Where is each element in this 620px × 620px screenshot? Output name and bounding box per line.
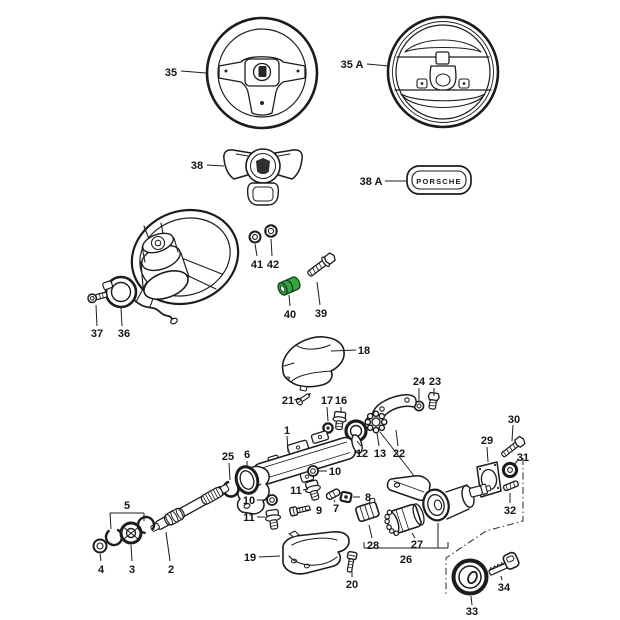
- part-5-snap-ring-right: [136, 515, 156, 535]
- part-label-17: 17: [321, 395, 333, 407]
- part-5-snap-ring-left: [104, 527, 124, 547]
- part-3-bearing: [119, 521, 143, 545]
- part-20-screw: [346, 550, 358, 573]
- part-label-22: 22: [393, 448, 405, 460]
- part-30-screw: [501, 435, 526, 458]
- part-label-2: 2: [168, 564, 174, 576]
- part-label-18: 18: [358, 345, 370, 357]
- part-label-27: 27: [411, 539, 423, 551]
- part-35-sport-steering-wheel: [205, 16, 319, 130]
- part-37-screw: [87, 291, 108, 304]
- part-label-25: 25: [222, 451, 234, 463]
- part-label-35a: 35 A: [341, 59, 364, 71]
- part-31-ring: [501, 461, 519, 479]
- part-7-pin: [325, 488, 341, 501]
- part-40-bushing-highlighted: [277, 276, 301, 296]
- part-33-lock-face: [451, 558, 489, 596]
- part-8-nut: [339, 490, 353, 504]
- part-label-10-right: 10: [329, 466, 341, 478]
- part-label-40: 40: [284, 309, 296, 321]
- part-6-bearing-ring: [234, 465, 260, 495]
- part-35a-steering-wheel: [386, 15, 500, 129]
- part-label-37: 37: [91, 328, 103, 340]
- part-label-36: 36: [118, 328, 130, 340]
- part-13-star-washer: [364, 410, 388, 434]
- steering-wheel-perspective-view: [130, 208, 240, 308]
- part-label-20: 20: [346, 579, 358, 591]
- part-label-42: 42: [267, 259, 279, 271]
- part-label-33: 33: [466, 606, 478, 618]
- part-label-24: 24: [413, 376, 426, 388]
- leader-lines: [95, 63, 519, 606]
- part-label-23: 23: [429, 376, 441, 388]
- part-label-5: 5: [124, 500, 130, 512]
- part-label-31: 31: [517, 452, 529, 464]
- part-label-38: 38: [191, 160, 203, 172]
- badge-text: PORSCHE: [416, 177, 462, 186]
- part-label-39: 39: [315, 308, 327, 320]
- part-label-13: 13: [374, 448, 386, 460]
- part-11-bolt-left: [264, 508, 282, 530]
- part-label-12: 12: [356, 448, 368, 460]
- part-39-bolt: [307, 252, 336, 277]
- part-32-pin: [502, 480, 519, 492]
- part-label-35: 35: [165, 67, 177, 79]
- part-4-washer: [92, 538, 108, 554]
- part-label-6: 6: [244, 449, 250, 461]
- part-label-1: 1: [284, 425, 290, 437]
- part-label-30: 30: [508, 414, 520, 426]
- part-label-8: 8: [365, 492, 371, 504]
- part-label-29: 29: [481, 435, 493, 447]
- part-11-bolt-right: [304, 479, 321, 501]
- part-18-upper-shroud: [281, 336, 345, 392]
- part-21-screw: [295, 392, 312, 406]
- part-label-10-left: 10: [243, 495, 255, 507]
- part-label-16: 16: [335, 395, 347, 407]
- part-label-32: 32: [504, 505, 516, 517]
- part-label-41: 41: [251, 259, 263, 271]
- part-label-4: 4: [98, 564, 105, 576]
- part-label-9: 9: [316, 505, 322, 517]
- part-label-34: 34: [498, 582, 511, 594]
- part-16-bolt: [332, 410, 347, 431]
- lock-set-group-line: [445, 458, 524, 594]
- part-41-nut: [248, 230, 262, 244]
- part-label-21: 21: [282, 395, 294, 407]
- part-label-7: 7: [333, 503, 339, 515]
- part-38-horn-pad: [223, 148, 303, 206]
- part-label-26: 26: [400, 554, 412, 566]
- part-28-connector: [355, 497, 380, 523]
- part-10-washer-left: [266, 494, 278, 506]
- part-34-key: [488, 551, 520, 576]
- part-label-3: 3: [129, 564, 135, 576]
- part-2-steering-shaft: [150, 484, 230, 532]
- part-label-19: 19: [244, 552, 256, 564]
- part-10-washer-right: [307, 465, 319, 477]
- part-labels: 35 35 A 38 38 A 37 36 41 42 40 39 18 21 …: [91, 59, 529, 618]
- part-19-lower-shroud: [282, 530, 350, 575]
- part-26-steering-lock-housing: [379, 431, 492, 522]
- part-27-ignition-switch: [384, 503, 425, 537]
- part-label-11-right: 11: [290, 485, 302, 497]
- part-42-nut: [264, 224, 278, 238]
- part-23-bolt: [427, 391, 440, 410]
- part-38a-porsche-badge: PORSCHE: [406, 165, 472, 195]
- part-label-28: 28: [367, 540, 379, 552]
- part-label-38a: 38 A: [360, 176, 383, 188]
- part-label-11-left: 11: [243, 512, 255, 524]
- part-9-screw: [289, 505, 311, 517]
